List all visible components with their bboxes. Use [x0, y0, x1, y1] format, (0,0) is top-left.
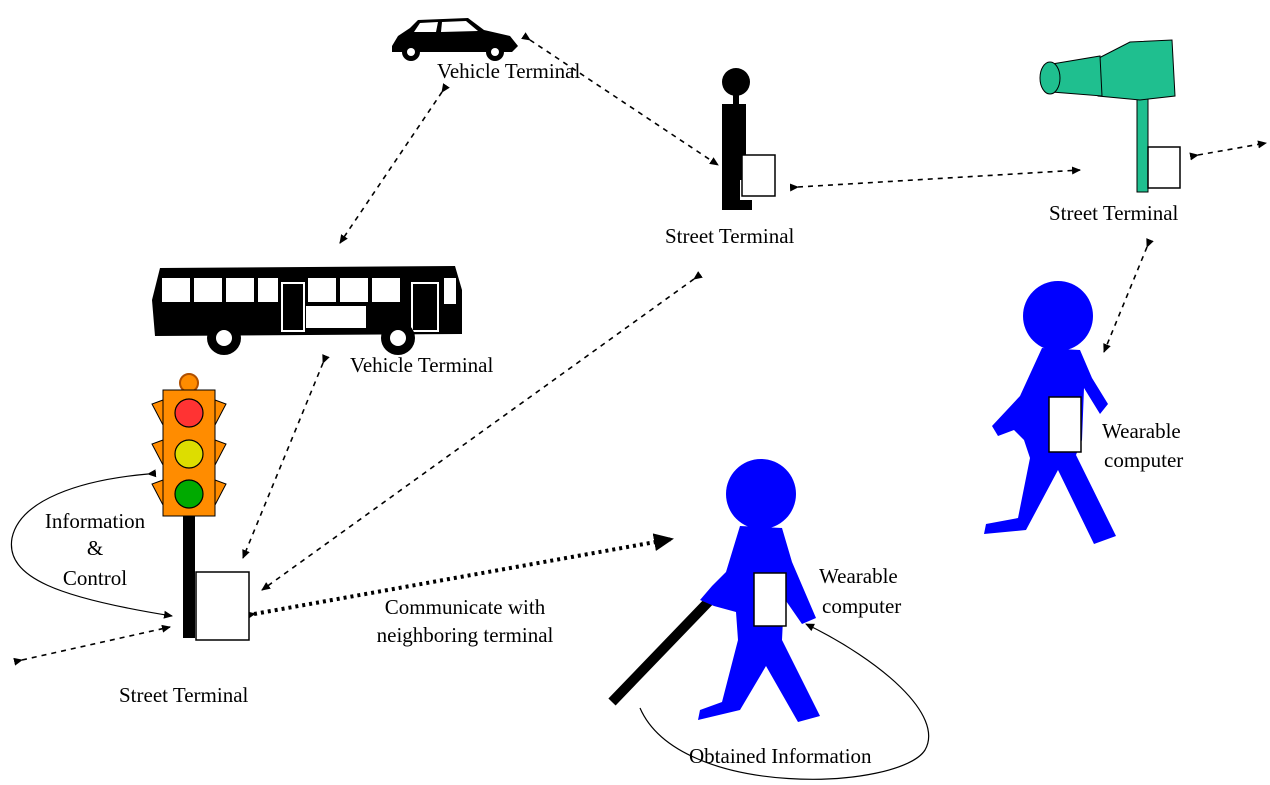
- walker-computer-box: [1048, 396, 1082, 453]
- arrow-car-bus: [339, 83, 450, 244]
- blind-wearable-label-2: computer: [822, 594, 902, 618]
- camera-icon: [1039, 39, 1181, 193]
- red-light: [174, 398, 204, 428]
- communicate-label-1: Communicate with: [384, 595, 546, 619]
- obtained-info-curve: [639, 623, 930, 780]
- camera-terminal-box: [1147, 146, 1181, 189]
- blind-wearable-label-1: Wearable: [819, 564, 898, 588]
- info-control-label-1: Information: [44, 509, 146, 533]
- blind-computer-box: [753, 572, 787, 627]
- blind-person-icon: [608, 459, 820, 722]
- info-control-label-3: Control: [62, 566, 128, 590]
- bus-icon: [152, 266, 462, 355]
- traffic-terminal-label: Street Terminal: [119, 683, 249, 707]
- walker-wearable-label-2: computer: [1104, 448, 1184, 472]
- car-icon: [392, 18, 518, 61]
- camera-terminal-label: Street Terminal: [1049, 201, 1179, 225]
- pedestrian-icon: [722, 68, 776, 210]
- arrow-camera-offscreen: [1189, 140, 1267, 161]
- yellow-light: [174, 439, 204, 469]
- arrow-pedestrian-camera: [789, 166, 1081, 192]
- obtained-information-label: Obtained Information: [689, 744, 872, 768]
- car-terminal-label: Vehicle Terminal: [437, 59, 581, 83]
- communicate-label-2: neighboring terminal: [376, 623, 554, 647]
- bus-terminal-label: Vehicle Terminal: [350, 353, 494, 377]
- pedestrian-terminal-box: [741, 154, 776, 197]
- info-control-label-2: &: [86, 536, 104, 560]
- arrow-car-pedestrian: [521, 32, 719, 166]
- pedestrian-terminal-label: Street Terminal: [665, 224, 795, 248]
- walker-wearable-label-1: Wearable: [1102, 419, 1181, 443]
- walking-person-icon: [984, 281, 1116, 544]
- arrow-communicate: [234, 533, 674, 627]
- traffic-terminal-box: [195, 571, 250, 641]
- info-control-curve: [10, 469, 173, 619]
- cane: [608, 592, 718, 706]
- arrow-bus-traffic: [242, 354, 330, 559]
- arrow-camera-walker: [1103, 238, 1154, 353]
- traffic-light-icon: [151, 373, 250, 641]
- green-light: [174, 479, 204, 509]
- arrow-traffic-offscreen: [13, 624, 171, 666]
